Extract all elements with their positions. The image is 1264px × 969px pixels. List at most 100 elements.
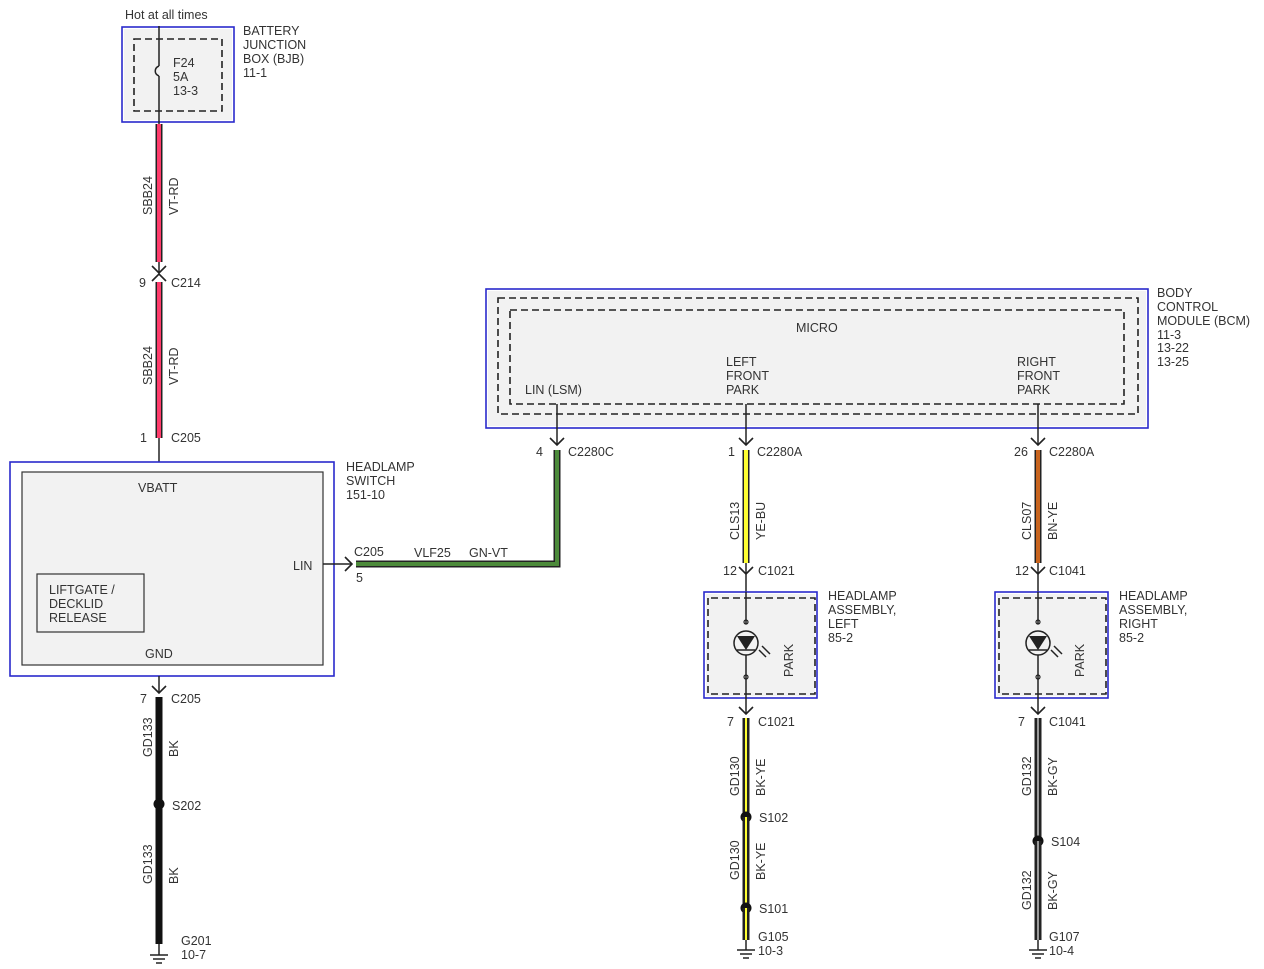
c2280a-right-pin: 26 (1014, 445, 1028, 459)
fuse-f24-rating: 5A (173, 70, 189, 84)
wire-gd132-lower: GD132 BK-GY (1020, 841, 1060, 940)
vlf25-circuit: VLF25 (414, 546, 451, 560)
park-lamp-right-icon (1025, 630, 1063, 658)
gd132-upper-color: BK-GY (1046, 756, 1060, 796)
c1021-bottom-arrow-icon (738, 706, 754, 716)
fuse-f24-ref: 13-3 (173, 84, 198, 98)
ground-g201: G201 10-7 (150, 934, 212, 964)
headlamp-switch-title-line3: 151-10 (346, 488, 385, 502)
vbatt-label: VBATT (138, 481, 178, 495)
ground-g107-id: G107 (1049, 930, 1080, 944)
gd130-lower-color: BK-YE (754, 842, 768, 880)
connector-c1041-bottom: 7 C1041 (1018, 698, 1086, 729)
fuse-f24-icon (154, 65, 160, 77)
bcm-title-line6: 13-25 (1157, 355, 1189, 369)
liftgate-line1: LIFTGATE / (49, 583, 115, 597)
bcm-left-front-park-line1: LEFT (726, 355, 757, 369)
cls13-circuit: CLS13 (728, 502, 742, 540)
vlf25-color: GN-VT (469, 546, 508, 560)
headlamp-right-title-line1: HEADLAMP (1119, 589, 1188, 603)
bcm-title-line5: 13-22 (1157, 341, 1189, 355)
c1021-bottom-pin: 7 (727, 715, 734, 729)
c1041-bottom-name: C1041 (1049, 715, 1086, 729)
headlamp-right-title-line2: ASSEMBLY, (1119, 603, 1187, 617)
gd133-upper-circuit: GD133 (141, 717, 155, 757)
gd130-upper-color: BK-YE (754, 758, 768, 796)
c214-pin: 9 (139, 276, 146, 290)
bcm-title-line2: CONTROL (1157, 300, 1218, 314)
gd132-upper-circuit: GD132 (1020, 756, 1034, 796)
headlamp-switch: VBATT LIN GND LIFTGATE / DECKLID RELEASE… (9, 460, 415, 677)
gd133-lower-color: BK (167, 867, 181, 884)
wire-cls07: CLS07 BN-YE (1020, 450, 1060, 563)
connector-c205-lin: C205 5 (323, 545, 384, 585)
splice-s101-label: S101 (759, 902, 788, 916)
hot-at-all-times-label: Hot at all times (125, 8, 208, 22)
c214-name: C214 (171, 276, 201, 290)
cls07-circuit: CLS07 (1020, 502, 1034, 540)
c205-lin-name: C205 (354, 545, 384, 559)
bcm-right-front-park-line3: PARK (1017, 383, 1051, 397)
headlamp-right-park-label: PARK (1073, 643, 1087, 677)
c205-lin-arrow-icon (344, 556, 354, 572)
wire-gd130-lower: GD130 BK-YE (728, 817, 768, 908)
gd132-lower-color: BK-GY (1046, 870, 1060, 910)
bjb-dashed-box (133, 38, 223, 112)
headlamp-left-title-line4: 85-2 (828, 631, 853, 645)
wire-gd132-upper: GD132 BK-GY (1020, 718, 1060, 841)
c1021-top-name: C1021 (758, 564, 795, 578)
connector-c2280a-left: 1 C2280A (728, 404, 803, 459)
c2280a-left-arrow-icon (738, 437, 754, 447)
headlamp-right-title-line3: RIGHT (1119, 617, 1158, 631)
bcm-title-line1: BODY (1157, 286, 1193, 300)
sbb24-lower-circuit: SBB24 (141, 346, 155, 385)
connector-c2280c: 4 C2280C (536, 404, 614, 459)
sbb24-upper-circuit: SBB24 (141, 176, 155, 215)
c1041-top-name: C1041 (1049, 564, 1086, 578)
headlamp-switch-inner-box (21, 471, 324, 666)
c2280c-name: C2280C (568, 445, 614, 459)
c205-lin-pin: 5 (356, 571, 363, 585)
gd130-lower-circuit: GD130 (728, 840, 742, 880)
headlamp-assembly-right: PARK HEADLAMP ASSEMBLY, RIGHT 85-2 (994, 589, 1188, 699)
bcm-lin-lsm-label: LIN (LSM) (525, 383, 582, 397)
gd132-lower-circuit: GD132 (1020, 870, 1034, 910)
c1021-top-pin: 12 (723, 564, 737, 578)
headlamp-left-park-label: PARK (782, 643, 796, 677)
bcm-left-front-park-line3: PARK (726, 383, 760, 397)
ground-g201-ref: 10-7 (181, 948, 206, 962)
bcm-dashed-box-micro (509, 309, 1125, 405)
bcm-micro-label: MICRO (796, 321, 838, 335)
cls13-color: YE-BU (754, 502, 768, 540)
body-control-module: MICRO LIN (LSM) LEFT FRONT PARK RIGHT FR… (485, 286, 1250, 429)
fuse-f24-id: F24 (173, 56, 195, 70)
bcm-title-line3: MODULE (BCM) (1157, 314, 1250, 328)
c2280a-left-pin: 1 (728, 445, 735, 459)
bjb-title-line4: 11-1 (243, 66, 267, 80)
connector-c1021-bottom: 7 C1021 (727, 698, 795, 729)
connector-c1041-top: 12 C1041 (1015, 563, 1086, 592)
sbb24-lower-color: VT-RD (167, 348, 181, 386)
headlamp-right-dashed-box (998, 597, 1107, 695)
c1041-top-pin: 12 (1015, 564, 1029, 578)
bjb-title-line2: JUNCTION (243, 38, 306, 52)
c1041-bottom-arrow-icon (1030, 706, 1046, 716)
c2280a-right-arrow-icon (1030, 437, 1046, 447)
ground-g107-ref: 10-4 (1049, 944, 1074, 958)
cls07-color: BN-YE (1046, 502, 1060, 540)
gnd-label: GND (145, 647, 173, 661)
connector-c1021-top: 12 C1021 (723, 563, 795, 592)
connector-c205-gnd: 7 C205 (140, 676, 201, 706)
bcm-right-front-park-line2: FRONT (1017, 369, 1060, 383)
c1041-bottom-pin: 7 (1018, 715, 1025, 729)
headlamp-left-title-line3: LEFT (828, 617, 859, 631)
headlamp-left-title-line2: ASSEMBLY, (828, 603, 896, 617)
bcm-left-front-park-line2: FRONT (726, 369, 769, 383)
c1021-bottom-name: C1021 (758, 715, 795, 729)
wire-gd133-lower: GD133 BK (141, 804, 181, 944)
connector-c214: 9 C214 (139, 262, 201, 290)
liftgate-release-box (36, 573, 145, 633)
c214-female-icon (151, 272, 167, 282)
wire-gd130-upper: GD130 BK-YE (728, 718, 768, 817)
headlamp-switch-title-line1: HEADLAMP (346, 460, 415, 474)
